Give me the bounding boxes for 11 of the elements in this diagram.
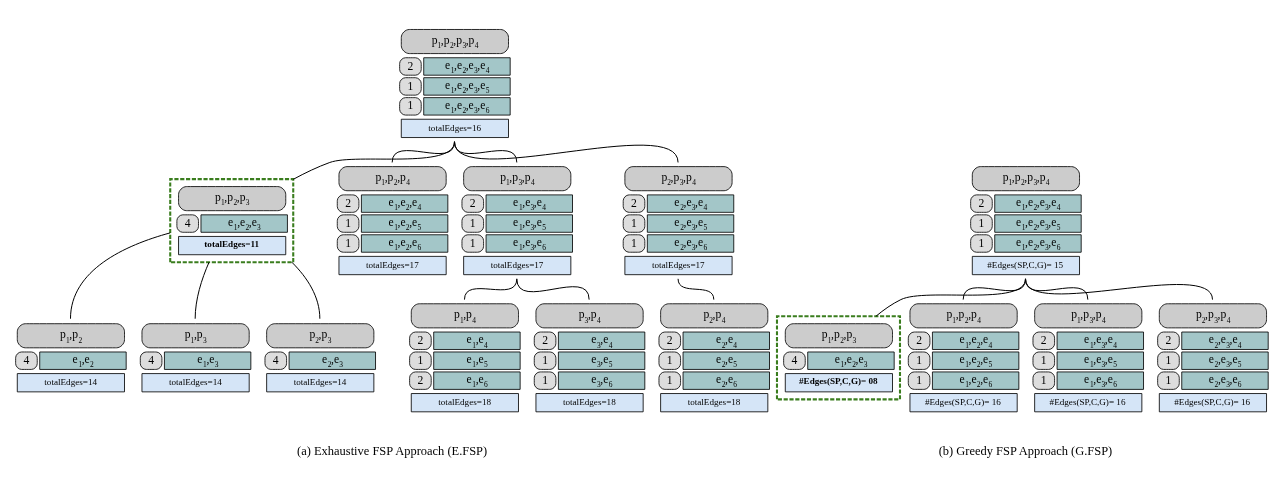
- connector: [70, 231, 171, 319]
- cluster: [775, 314, 902, 400]
- connector: [291, 261, 321, 319]
- connector: [454, 140, 679, 163]
- cluster: [169, 177, 295, 263]
- connector: [194, 261, 210, 319]
- label: (b) Greedy FSP Approach (G.FSP): [938, 443, 1113, 458]
- label: (a) Exhaustive FSP Approach (E.FSP): [297, 443, 488, 458]
- connector: [516, 277, 590, 300]
- connector: [677, 277, 715, 300]
- connector: [1025, 277, 1213, 300]
